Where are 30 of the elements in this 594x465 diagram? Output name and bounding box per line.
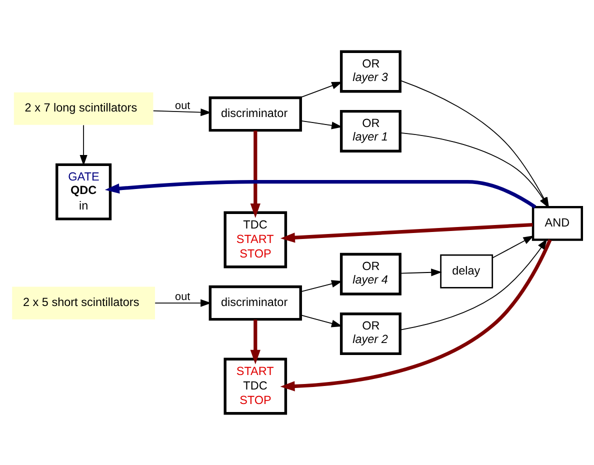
node-box: START TDC STOP [224,358,288,415]
node-box: 2 x 5 short scintillators [12,286,155,320]
node-box: GATE QDC in [56,163,112,220]
arrow [300,314,342,328]
arrow [400,238,548,330]
arrow [492,236,534,258]
arrow [104,180,536,209]
edge-label: out [175,100,190,112]
node-box: OR layer 3 [340,50,402,93]
arrow [300,280,342,292]
arrow [400,268,442,276]
node-box: TDC START STOP [224,211,288,268]
node-box: AND [532,206,584,241]
arrow [152,108,212,116]
arrow [250,320,260,364]
node-box: discriminator [208,285,302,321]
node-box: OR layer 1 [340,110,402,152]
arrow [299,82,343,98]
node-box: OR layer 2 [340,312,402,356]
edge-label: out [175,290,190,303]
node-box: 2 x 7 long scintillators [14,92,154,125]
arrow [154,299,212,307]
arrow [250,130,260,218]
node-box: delay [440,254,494,288]
node-box: OR layer 4 [340,252,402,296]
node-box: discriminator [208,96,302,132]
arrow [80,124,88,166]
arrow [280,222,533,243]
arrow [300,120,342,130]
arrow [280,239,552,392]
